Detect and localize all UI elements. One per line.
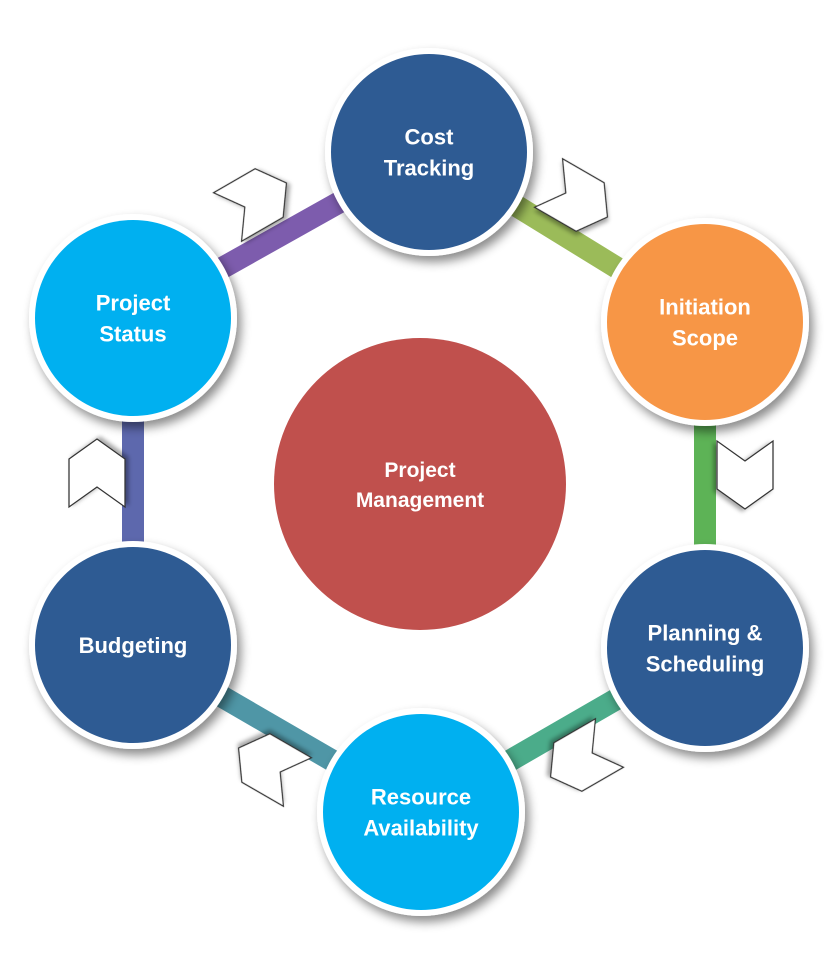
node-label: Availability [363, 816, 479, 841]
node-label: Cost [405, 125, 455, 150]
node-label: Planning & [648, 621, 763, 646]
chevron-arrow-icon [716, 439, 774, 510]
node-budgeting: Budgeting [29, 541, 237, 749]
node-label: Tracking [384, 156, 474, 181]
node-planning-scheduling: Planning & Scheduling [601, 544, 809, 752]
center-label: Project [384, 459, 455, 482]
chevron-arrow-icon [237, 733, 313, 808]
node-label: Resource [371, 785, 471, 810]
chevron-arrow-icon [212, 168, 288, 243]
node-circle [331, 54, 527, 250]
node-label: Scheduling [646, 652, 765, 677]
node-label: Project [96, 291, 171, 316]
node-circle [35, 547, 231, 743]
node-circle [607, 224, 803, 420]
node-circle [323, 714, 519, 910]
node-label: Status [99, 322, 166, 347]
chevron-arrow-icon [533, 157, 609, 232]
node-circle [35, 220, 231, 416]
chevron-arrow-icon [68, 438, 126, 509]
node-label: Budgeting [79, 633, 188, 658]
node-label: Scope [672, 326, 738, 351]
chevron-arrow-icon [549, 717, 625, 792]
center-label: Management [356, 489, 484, 512]
center-circle [274, 338, 566, 630]
node-circle [607, 550, 803, 746]
node-label: Initiation [659, 295, 751, 320]
